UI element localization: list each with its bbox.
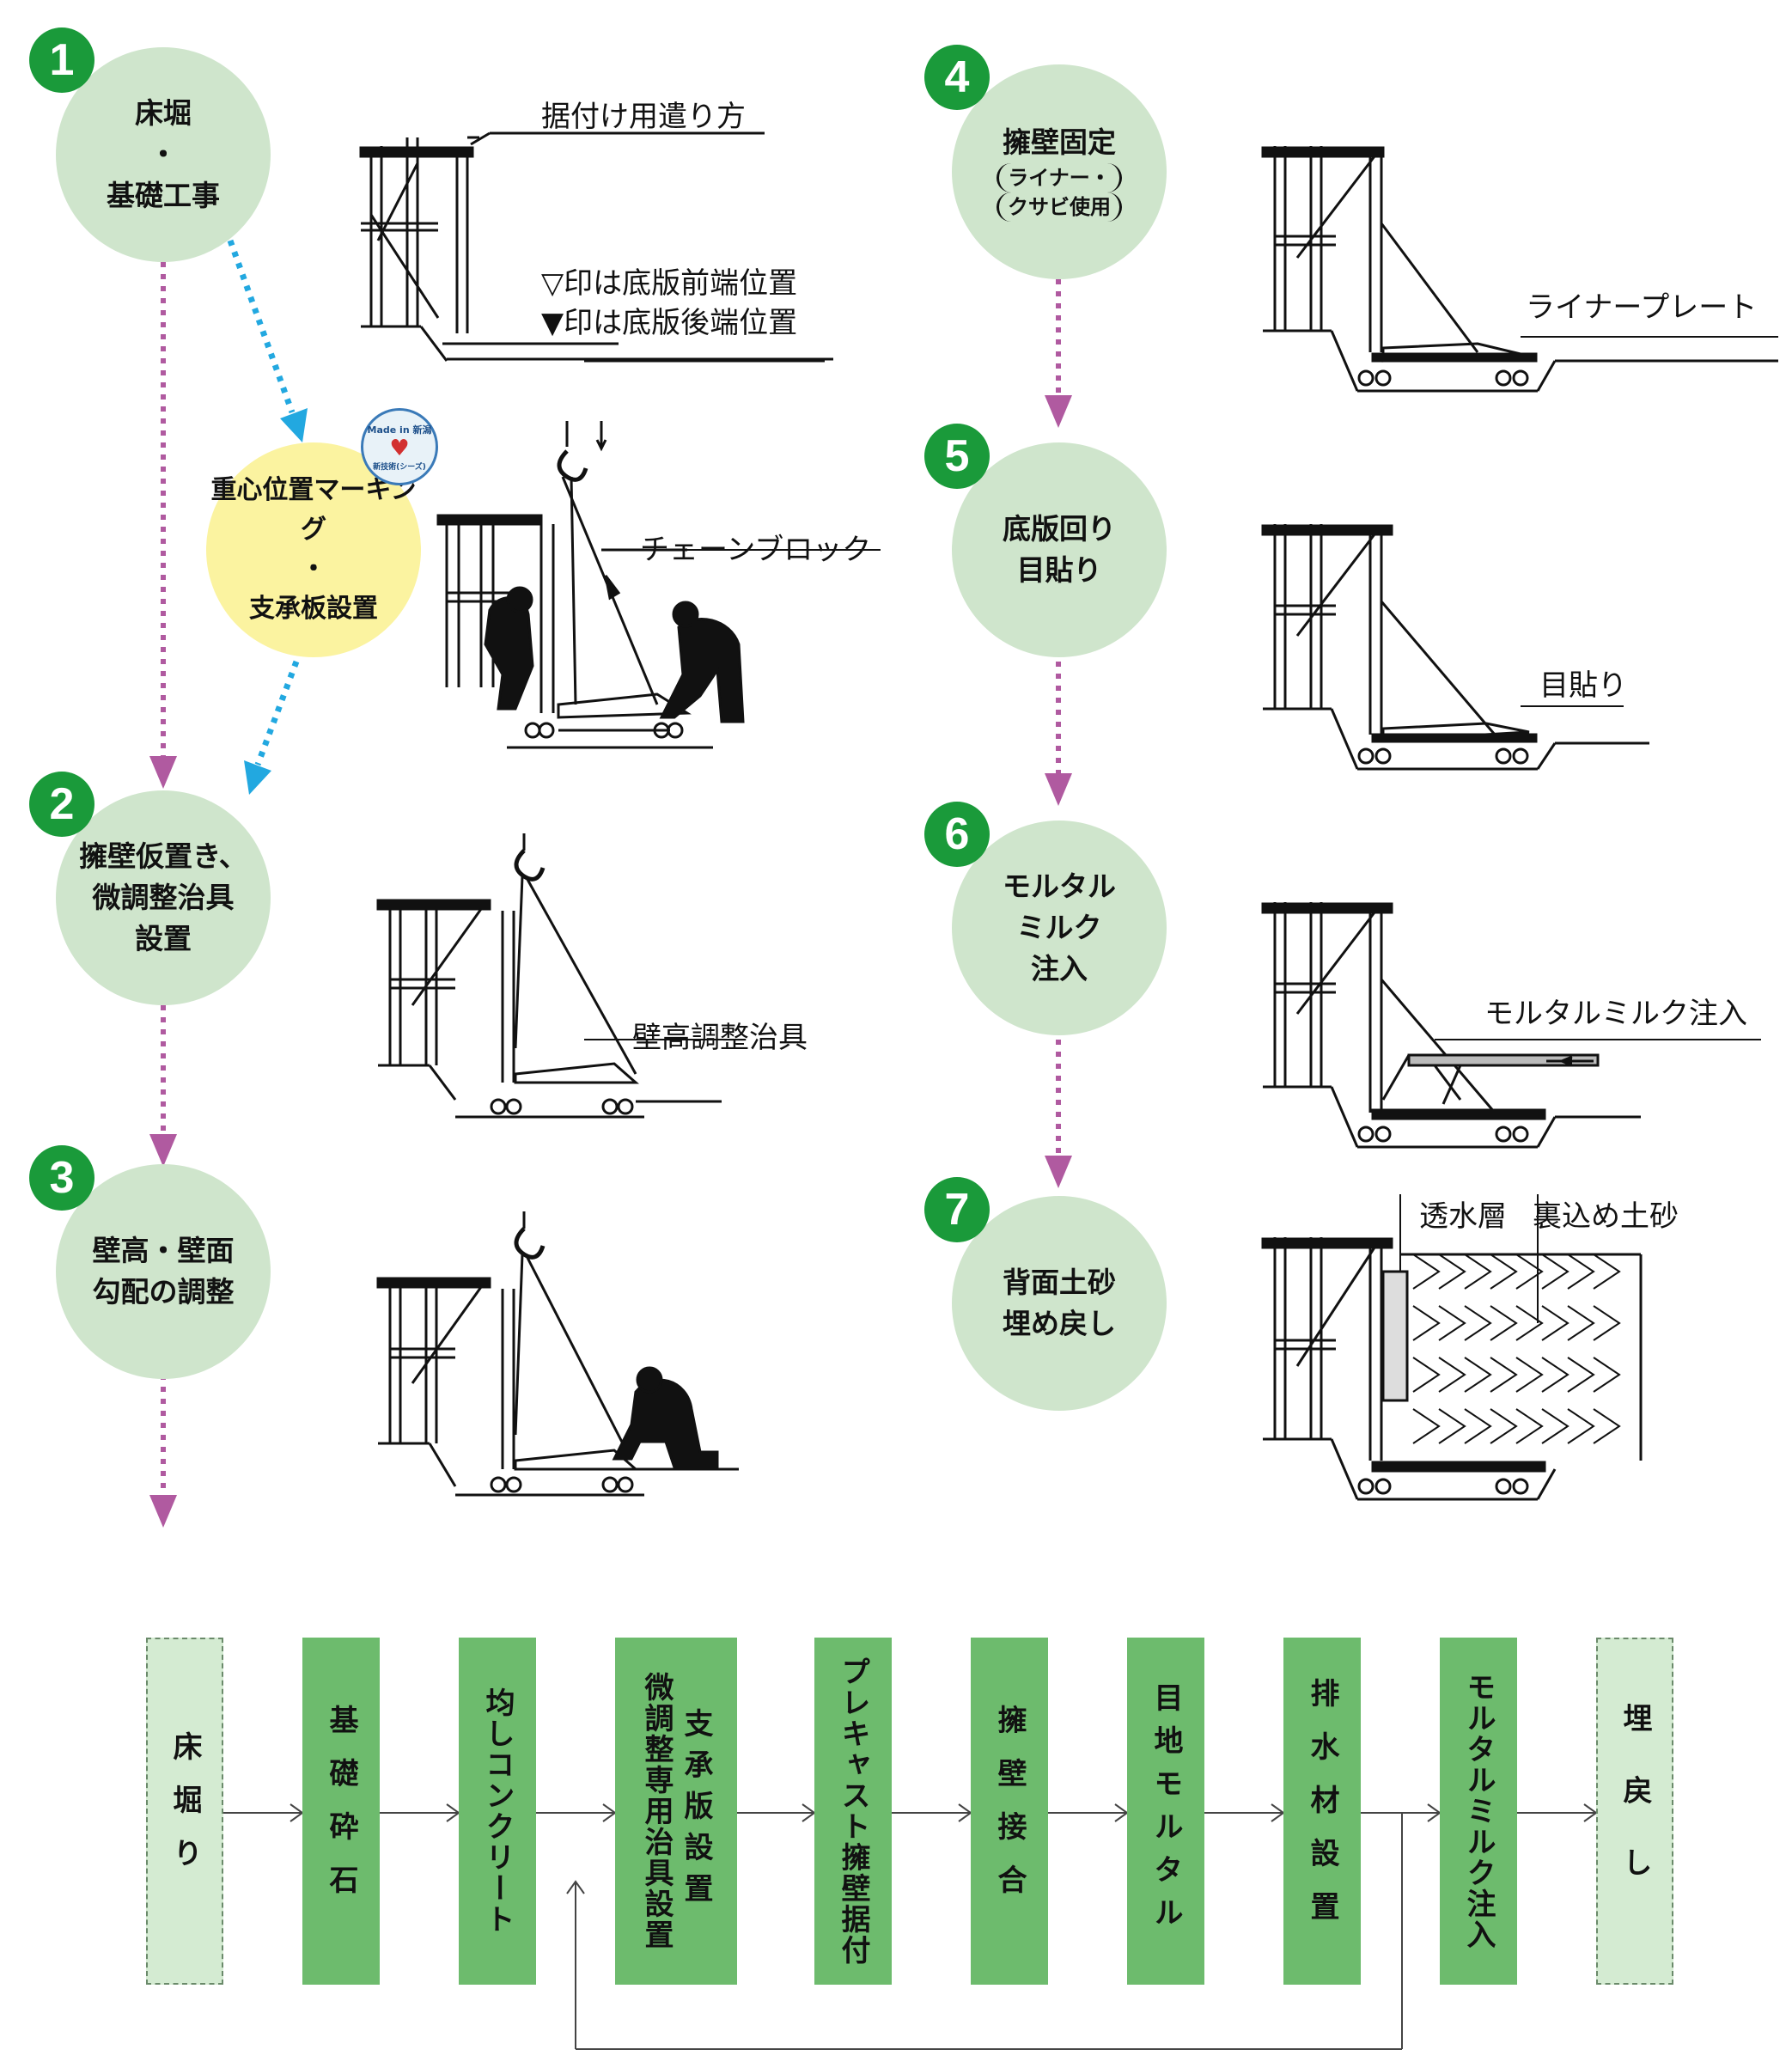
flow-connectors [223, 1803, 1598, 2050]
badge-line-2: 新技術(シーズ) [373, 462, 426, 472]
label-chain-block: チェーンブロック [640, 533, 872, 567]
label-front-mark: ▽印は底版前端位置 [541, 266, 798, 301]
flow-box-8-text: 排水材設置 [1305, 1678, 1339, 1944]
step-6-number: 6 [924, 802, 990, 867]
flow-box-7: 目地モルタル [1127, 1638, 1204, 1985]
flow-box-3: 均しコンクリート [459, 1638, 536, 1985]
extra-line-1: 重心位置マーキング [210, 475, 417, 545]
step-1-line-3: 基礎工事 [107, 179, 220, 212]
step-5-circle: 底版回り 目貼り [952, 442, 1167, 657]
flow-box-3-text: 均しコンクリート [480, 1687, 515, 1935]
flow-box-4-text: 微調整専用治具設置 [639, 1672, 674, 1950]
flow-box-6: 擁壁接合 [971, 1638, 1048, 1985]
step-3-number: 3 [29, 1145, 94, 1211]
step-5-number: 5 [924, 424, 990, 489]
heart-icon: ♥ [389, 435, 410, 461]
made-in-niigata-badge: Made in 新潟 ♥ 新技術(シーズ) [361, 408, 438, 485]
label-suetsuke: 据付け用遣り方 [541, 100, 746, 134]
drawing-backfill [1261, 1194, 1643, 1501]
extra-line-2: ・ [301, 554, 326, 584]
flow-box-7-text: 目地モルタル [1149, 1682, 1183, 1940]
flow-box-1: 床堀り [146, 1638, 223, 1985]
step-7-number: 7 [924, 1177, 990, 1242]
label-wall-height-jig: 壁高調整治具 [632, 1021, 808, 1055]
step-5-line-1: 底版回り [1003, 512, 1116, 546]
step-3-line-1: 壁高・壁面 [92, 1234, 235, 1267]
step-4-sub-1: ライナー・ [997, 163, 1122, 192]
step-6-line-3: 注入 [1031, 952, 1088, 985]
flow-box-9: モルタルミルク注入 [1440, 1638, 1517, 1985]
step-7-line-2: 埋め戻し [1003, 1307, 1116, 1340]
extra-line-3: 支承板設置 [249, 594, 378, 624]
drawing-wall-adjust [376, 1211, 739, 1497]
step-3-circle: 壁高・壁面 勾配の調整 [56, 1164, 271, 1379]
label-back-mark: ▼印は底版後端位置 [541, 306, 798, 340]
flow-arrows [149, 239, 1072, 1528]
step-4-sub-2: クサビ使用 [997, 192, 1122, 222]
step-2-number: 2 [29, 772, 94, 837]
flow-box-9-text: モルタルミルク注入 [1461, 1672, 1496, 1950]
step-7-circle: 背面土砂 埋め戻し [952, 1196, 1167, 1411]
step-4-number: 4 [924, 45, 990, 110]
flow-box-5-text: プレキャスト擁壁据付 [836, 1656, 870, 1966]
step-6-line-2: ミルク [1016, 911, 1102, 944]
step-4-circle: 擁壁固定 ライナー・ クサビ使用 [952, 64, 1167, 279]
flow-box-10: 埋戻し [1596, 1638, 1673, 1985]
drawing-mebari [1261, 524, 1649, 771]
flow-box-8: 排水材設置 [1283, 1638, 1361, 1985]
flow-box-10-text: 埋戻し [1618, 1703, 1652, 1919]
flow-box-2: 基礎砕石 [302, 1638, 380, 1985]
step-5-line-2: 目貼り [1016, 553, 1102, 587]
drawing-wall-height-jig [376, 833, 739, 1119]
step-6-circle: モルタル ミルク 注入 [952, 821, 1167, 1035]
step-6-line-1: モルタル [1003, 869, 1116, 903]
badge-line-1: Made in 新潟 [367, 424, 432, 436]
step-1-circle: 床堀 ・ 基礎工事 [56, 47, 271, 262]
flow-box-4: 微調整専用治具設置 支承版設置 [615, 1638, 737, 1985]
step-1-line-1: 床堀 [135, 96, 192, 130]
step-2-circle: 擁壁仮置き、 微調整治具 設置 [56, 790, 271, 1005]
purple-arrow-1-2 [161, 262, 1061, 1495]
drawing-liner-plate [1261, 146, 1778, 393]
label-backfill-soil: 裏込め土砂 [1533, 1199, 1679, 1234]
step-4-line-1: 擁壁固定 [1003, 125, 1116, 159]
flow-box-5: プレキャスト擁壁据付 [814, 1638, 892, 1985]
drawing-excavation [359, 131, 833, 363]
step-1-line-2: ・ [149, 137, 178, 171]
drawing-mortar-milk [1261, 902, 1761, 1149]
flow-box-4-text-2: 支承版設置 [679, 1708, 713, 1914]
flow-box-1-text: 床堀り [168, 1731, 202, 1891]
step-2-line-3: 設置 [135, 922, 192, 955]
label-mebari: 目貼り [1539, 668, 1627, 703]
flow-box-6-text: 擁壁接合 [992, 1705, 1027, 1918]
drawing-chain-block [436, 421, 881, 749]
step-2-line-1: 擁壁仮置き、 [79, 839, 247, 873]
label-mortar-milk: モルタルミルク注入 [1484, 997, 1747, 1031]
step-1-number: 1 [29, 27, 94, 93]
purple-arrow-heads [149, 395, 1072, 1528]
label-liner-plate: ライナープレート [1526, 290, 1758, 325]
step-2-line-2: 微調整治具 [92, 881, 235, 914]
step-7-line-1: 背面土砂 [1003, 1266, 1116, 1299]
step-3-line-2: 勾配の調整 [92, 1275, 235, 1309]
flow-box-2-text: 基礎砕石 [324, 1705, 358, 1918]
label-permeable-layer: 透水層 [1419, 1199, 1507, 1234]
